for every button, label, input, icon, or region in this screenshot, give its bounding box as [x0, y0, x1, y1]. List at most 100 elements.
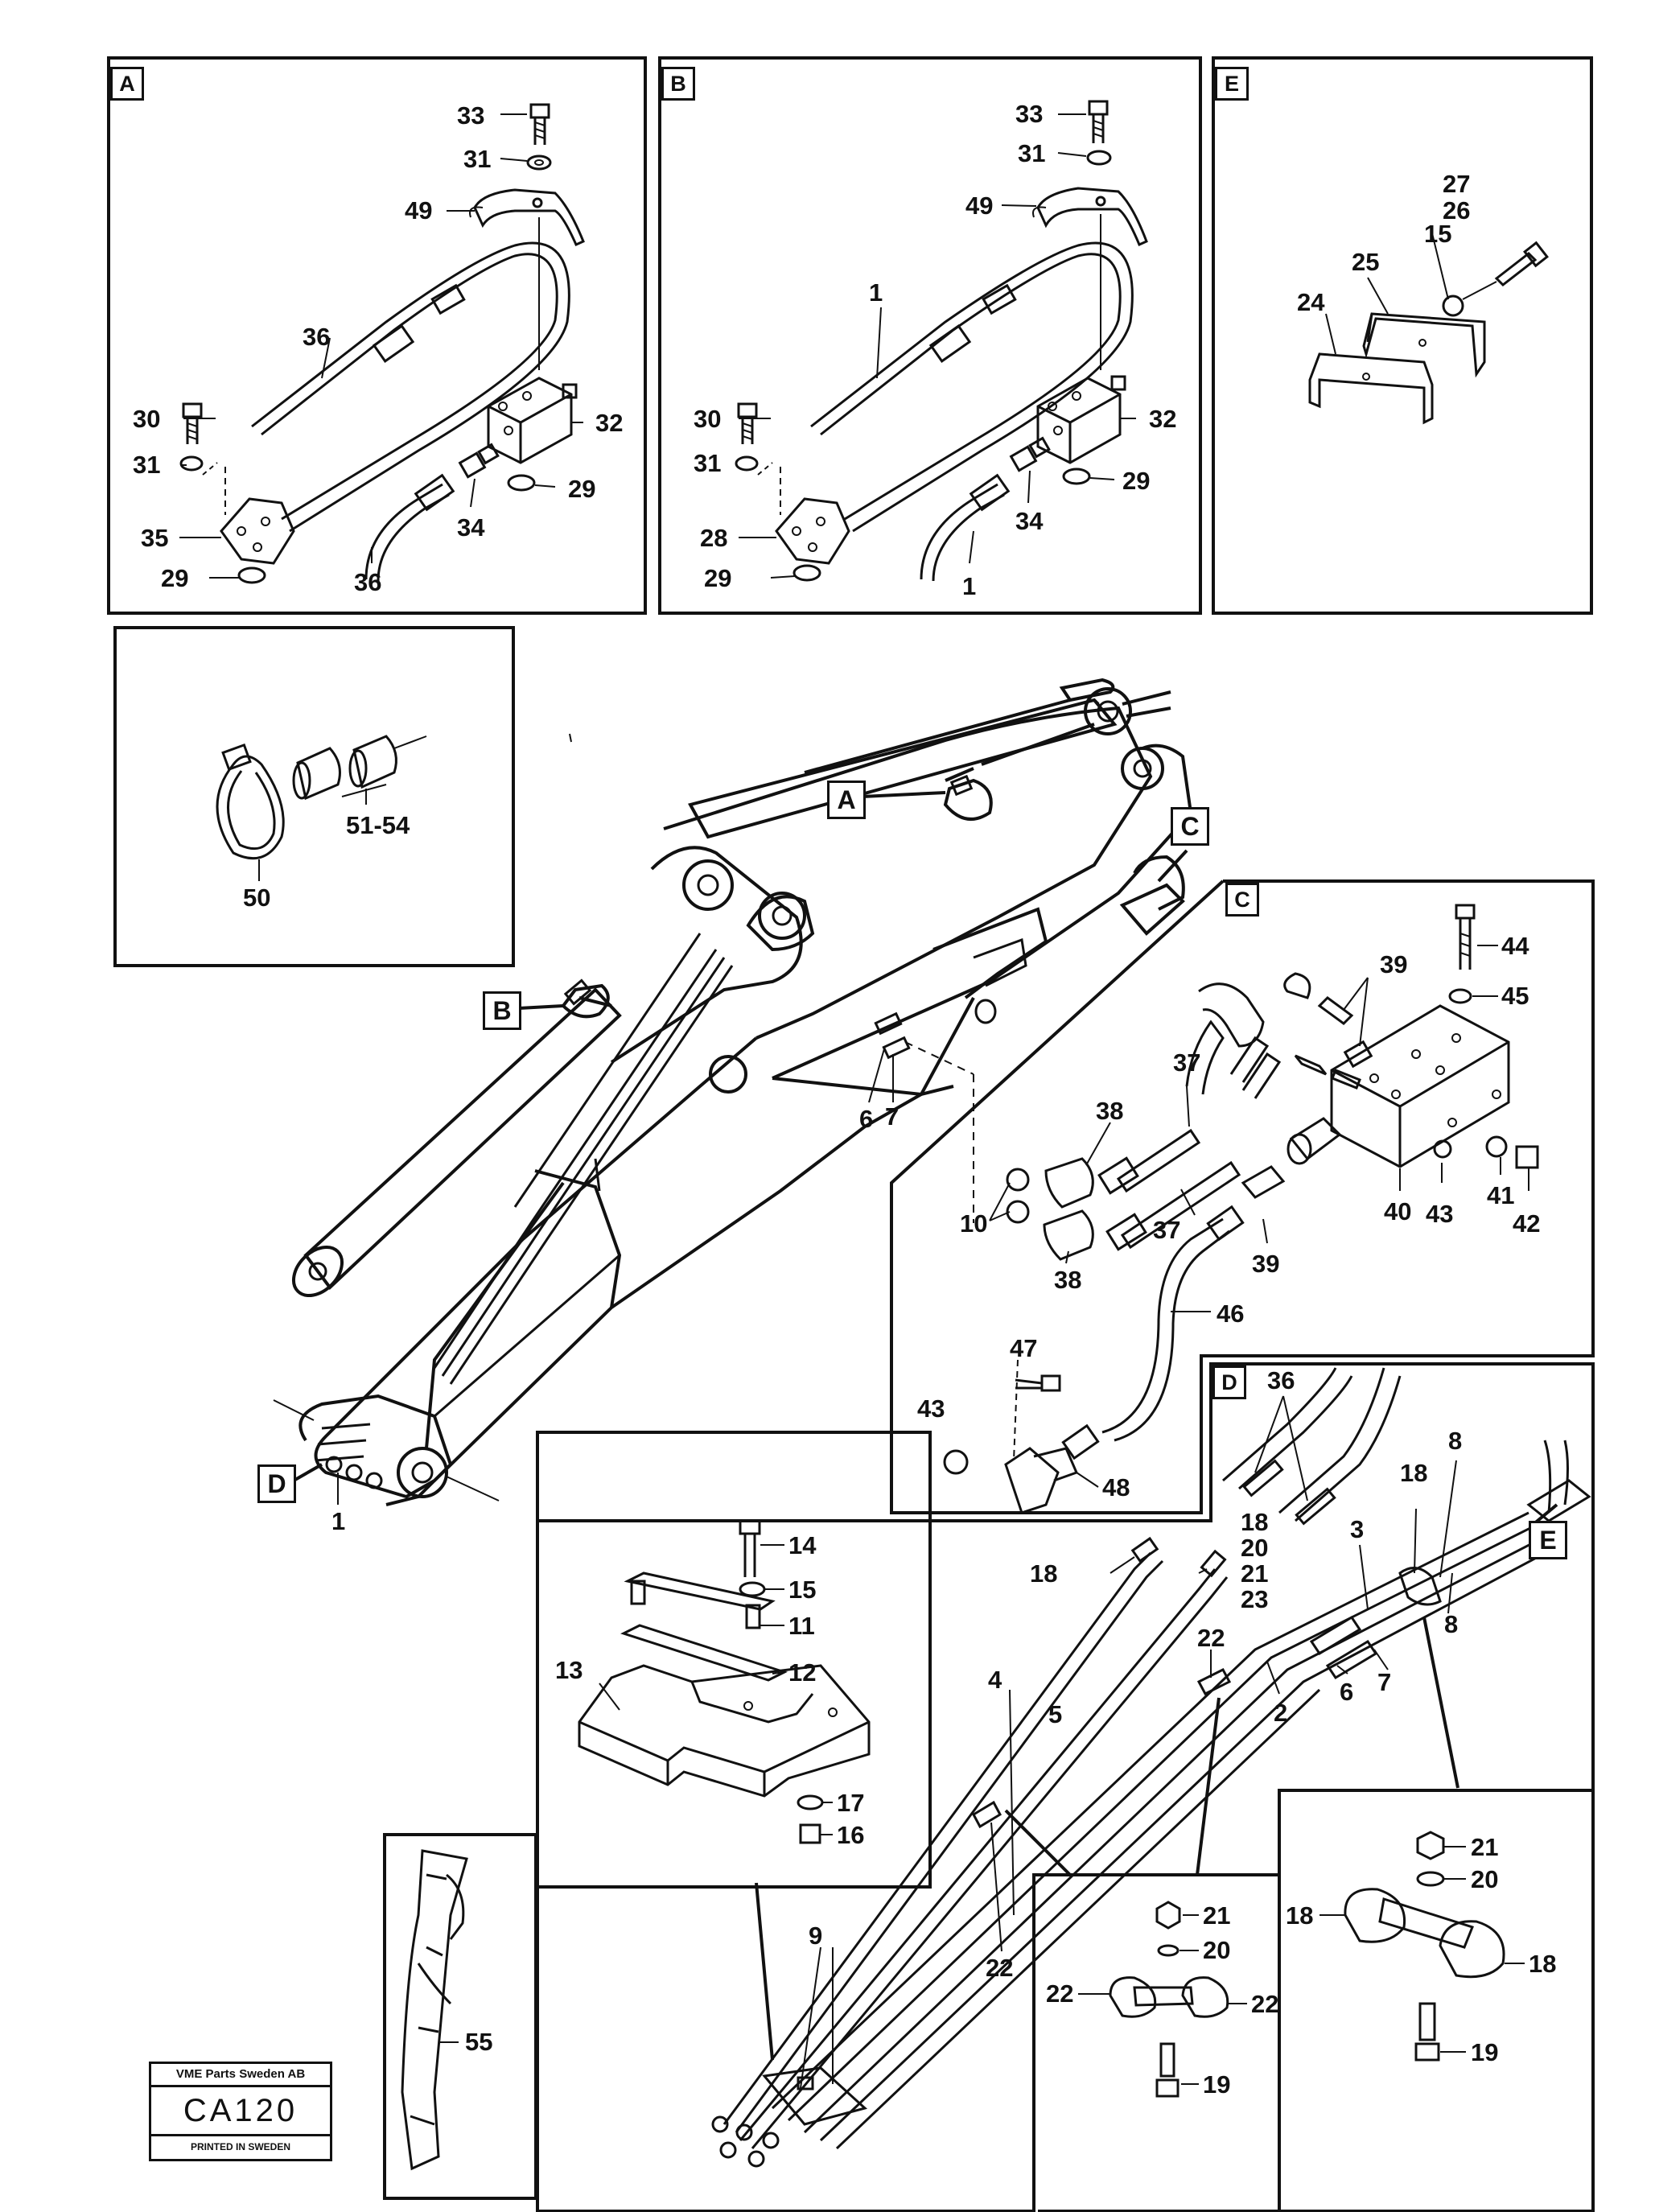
part-48: 48 — [1102, 1473, 1130, 1501]
part-38: 38 — [1096, 1097, 1124, 1125]
part-30: 30 — [133, 405, 161, 433]
panel-clip-large-parts — [1319, 1831, 1525, 2062]
part-23: 23 — [1241, 1585, 1269, 1613]
part-22: 22 — [986, 1954, 1014, 1982]
part-42: 42 — [1513, 1209, 1541, 1238]
part-7: 7 — [885, 1102, 900, 1131]
part-18: 18 — [1529, 1950, 1557, 1978]
part-40: 40 — [1384, 1197, 1412, 1225]
part-55: 55 — [465, 2028, 493, 2056]
part-8: 8 — [1444, 1610, 1459, 1638]
part-19: 19 — [1203, 2070, 1231, 2099]
part-10: 10 — [960, 1209, 988, 1238]
part-32: 32 — [595, 409, 624, 437]
part-29: 29 — [568, 475, 596, 503]
part-50: 50 — [243, 884, 271, 912]
part-1: 1 — [869, 278, 883, 307]
part-29: 29 — [1122, 467, 1151, 495]
part-5: 5 — [1048, 1700, 1063, 1728]
title-block: VME Parts Sweden AB CA120 PRINTED IN SWE… — [149, 2062, 332, 2161]
part-38: 38 — [1054, 1266, 1082, 1294]
part-18: 18 — [1286, 1901, 1314, 1930]
part-49: 49 — [965, 192, 994, 220]
company-name: VME Parts Sweden AB — [151, 2064, 330, 2087]
part-37: 37 — [1153, 1216, 1181, 1244]
part-17: 17 — [837, 1789, 865, 1817]
part-34: 34 — [1015, 507, 1044, 535]
part-35: 35 — [141, 524, 169, 552]
part-47: 47 — [1010, 1334, 1038, 1362]
part-6: 6 — [1340, 1678, 1354, 1706]
panel-e-frame — [1212, 56, 1593, 615]
part-26: 26 — [1443, 196, 1471, 224]
panel-d-parts — [539, 1367, 1591, 2168]
part-20: 20 — [1241, 1534, 1269, 1562]
part-3: 3 — [1350, 1515, 1365, 1543]
part-22: 22 — [1251, 1990, 1279, 2018]
callout-e: E — [1529, 1521, 1567, 1559]
part-30: 30 — [694, 405, 722, 433]
part-29: 29 — [161, 564, 189, 592]
part-21: 21 — [1241, 1559, 1269, 1588]
part-21: 21 — [1203, 1901, 1231, 1930]
part-8: 8 — [1448, 1427, 1463, 1455]
panel-hose-parts — [401, 1849, 468, 2171]
panel-b-frame — [658, 56, 1202, 615]
panel-c-parts — [943, 904, 1539, 1514]
panel-e-parts — [1308, 233, 1549, 425]
part-33: 33 — [1015, 100, 1044, 128]
panel-tag-b: B — [661, 67, 695, 101]
part-31: 31 — [463, 145, 492, 173]
part-41: 41 — [1487, 1181, 1515, 1209]
part-31: 31 — [133, 451, 161, 479]
printed-note: PRINTED IN SWEDEN — [190, 2141, 290, 2152]
panel-clamp-frame — [113, 626, 515, 967]
part-36: 36 — [303, 323, 331, 351]
part-12: 12 — [788, 1658, 817, 1687]
part-39: 39 — [1380, 950, 1408, 978]
callout-d: D — [257, 1464, 296, 1503]
part-9: 9 — [809, 1922, 823, 1950]
part-29: 29 — [704, 564, 732, 592]
part-18: 18 — [1241, 1508, 1269, 1536]
part-32: 32 — [1149, 405, 1177, 433]
part-22: 22 — [1046, 1979, 1074, 2008]
part-7: 7 — [1377, 1668, 1392, 1696]
part-43: 43 — [917, 1394, 945, 1423]
part-44: 44 — [1501, 932, 1529, 960]
part-11: 11 — [788, 1612, 815, 1640]
part-28: 28 — [700, 524, 728, 552]
panel-d-frame — [536, 1362, 1595, 2212]
part-20: 20 — [1471, 1865, 1499, 1893]
part-34: 34 — [457, 513, 485, 542]
callout-b: B — [483, 991, 521, 1030]
part-4: 4 — [988, 1666, 1002, 1694]
panel-tag-a: A — [110, 67, 144, 101]
part-31: 31 — [694, 449, 722, 477]
part-36: 36 — [1267, 1366, 1295, 1394]
part-16: 16 — [837, 1821, 865, 1849]
part-18: 18 — [1400, 1459, 1428, 1487]
panel-hose-frame — [383, 1833, 537, 2200]
panel-a-frame — [107, 56, 647, 615]
part-49: 49 — [405, 196, 433, 224]
part-20: 20 — [1203, 1936, 1231, 1964]
part-6: 6 — [859, 1105, 874, 1133]
panel-c-frame — [890, 879, 1595, 1514]
part-15: 15 — [1424, 220, 1452, 248]
part-21: 21 — [1471, 1833, 1499, 1861]
part-27: 27 — [1443, 170, 1471, 198]
part-2: 2 — [1274, 1699, 1288, 1727]
boom-arm — [273, 678, 1193, 1506]
part-45: 45 — [1501, 982, 1529, 1010]
panel-a-parts — [179, 103, 585, 584]
part-22: 22 — [1197, 1624, 1225, 1652]
part-36: 36 — [354, 568, 382, 596]
panel-tag-c: C — [1225, 883, 1259, 917]
part-25: 25 — [1352, 248, 1380, 276]
part-31: 31 — [1018, 139, 1046, 167]
part-18: 18 — [1030, 1559, 1058, 1588]
part-51-54: 51-54 — [346, 811, 410, 839]
part-46: 46 — [1217, 1300, 1245, 1328]
panel-clip-large-frame — [1279, 1789, 1595, 2212]
